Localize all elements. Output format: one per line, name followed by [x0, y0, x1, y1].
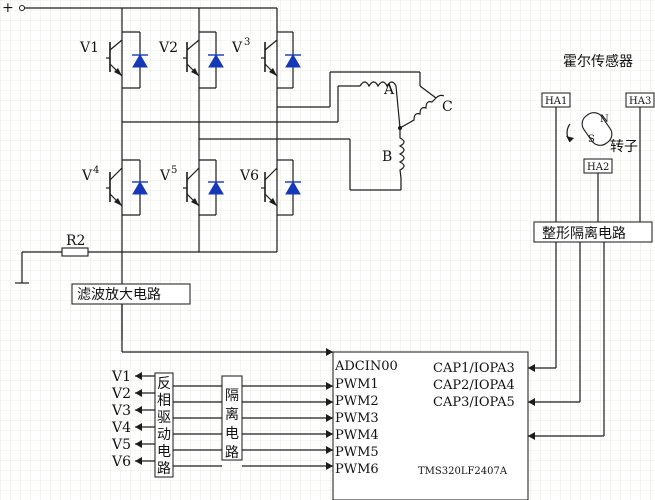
label-v1: V1: [79, 40, 99, 56]
rotor-label: 转子: [610, 139, 638, 155]
transistor-v6: [261, 167, 278, 207]
pin-pwm3: PWM3: [335, 411, 379, 426]
phase-c-label: C: [442, 99, 453, 115]
plus-terminal: [19, 5, 25, 11]
pin-pwm5: PWM5: [335, 445, 379, 460]
inv-drive-char-4: 动: [157, 427, 171, 443]
inv-drive-char-6: 路: [157, 461, 171, 477]
motor-winding-c: [399, 94, 445, 129]
motor-winding-a: [359, 81, 401, 129]
hall-ha2-label: HA2: [587, 162, 609, 173]
pin-pwm1: PWM1: [335, 377, 379, 392]
drive-out-v6: V6: [111, 454, 131, 470]
diode-d4: [132, 181, 148, 195]
transistor-v4: [106, 167, 123, 207]
inv-drive-char-3: 驱: [157, 410, 171, 426]
drive-out-v1: V1: [111, 369, 131, 385]
phase-b-label: B: [382, 149, 392, 165]
resistor-r2: [61, 247, 89, 257]
isolation-char-1: 隔: [225, 388, 239, 404]
neutral-point: [398, 126, 402, 130]
phase-a-label: A: [383, 82, 395, 98]
inv-drive-char-2: 相: [157, 393, 171, 409]
filter-amp-label: 滤波放大电路: [77, 287, 161, 303]
label-v5-sup: 5: [171, 165, 177, 176]
label-r2: R2: [66, 233, 85, 249]
diode-d5: [208, 181, 224, 195]
dsp-tms320lf2407a: [332, 351, 529, 500]
hall-sensor-title: 霍尔传感器: [563, 53, 633, 70]
label-v3-sup: 3: [244, 37, 250, 48]
label-v6: V6: [239, 168, 259, 184]
hall-ha3-label: HA3: [629, 96, 651, 107]
dsp-model-label: TMS320LF2407A: [418, 466, 508, 477]
isolation-char-4: 路: [225, 445, 239, 461]
transistor-v2: [183, 39, 200, 77]
isolation-char-2: 离: [225, 406, 239, 423]
label-v2: V2: [158, 40, 178, 56]
inv-drive-char-1: 反: [157, 376, 171, 392]
inv-drive-char-5: 电: [157, 444, 171, 460]
pin-cap3: CAP3/IOPA5: [433, 395, 515, 410]
label-v4-sup: 4: [93, 165, 99, 176]
rotor-magnet: N S: [566, 112, 613, 146]
rotor-n-label: N: [600, 114, 609, 125]
pin-cap1: CAP1/IOPA3: [433, 361, 515, 376]
pin-adcin00: ADCIN00: [334, 359, 398, 374]
isolation-char-3: 电: [225, 426, 239, 442]
label-v3: V: [231, 40, 243, 56]
drive-out-v5: V5: [111, 437, 131, 453]
transistor-v3: [261, 39, 278, 77]
diode-d6: [285, 181, 301, 195]
filter-amp-box: [71, 283, 191, 305]
plus-terminal-label: +: [2, 0, 14, 16]
drive-out-v2: V2: [111, 386, 131, 402]
diode-d3: [285, 54, 301, 68]
pin-pwm4: PWM4: [335, 428, 379, 443]
transistor-v1: [106, 39, 123, 77]
diode-d2: [208, 54, 224, 68]
transistor-v5: [183, 167, 200, 207]
drive-out-v4: V4: [111, 420, 131, 436]
label-v4: V: [81, 168, 93, 184]
shaping-isolation-box: [533, 221, 653, 243]
pin-cap2: CAP2/IOPA4: [433, 378, 515, 393]
drive-out-v3: V3: [111, 403, 131, 419]
hall-ha1-label: HA1: [545, 96, 567, 107]
rotor-s-label: S: [588, 134, 595, 145]
diode-d1: [132, 54, 148, 68]
motor-winding-b: [398, 128, 405, 179]
shaping-isolation-label: 整形隔离电路: [542, 225, 626, 242]
pin-pwm6: PWM6: [335, 462, 379, 477]
pin-pwm2: PWM2: [335, 394, 379, 409]
inverting-driver-box: [154, 372, 174, 478]
label-v5: V: [159, 168, 171, 184]
